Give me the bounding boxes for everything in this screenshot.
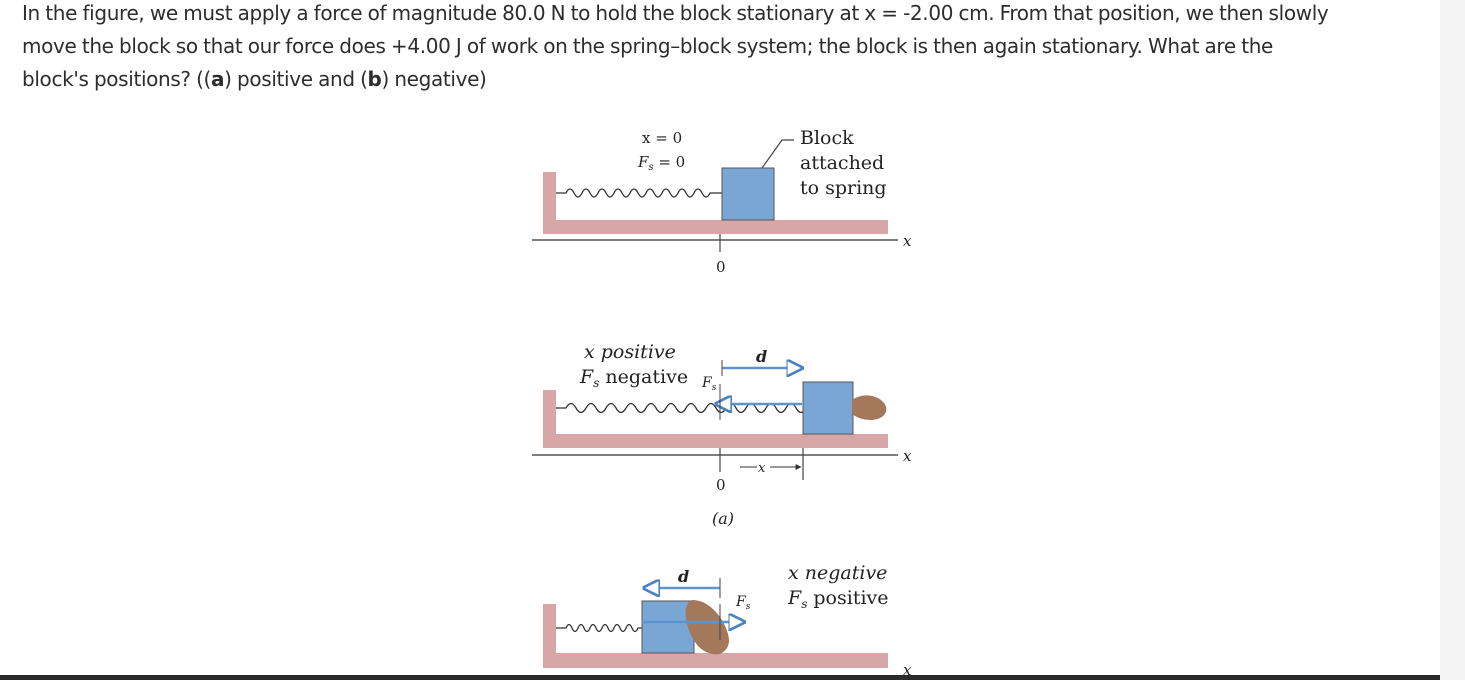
fs-positive-label: Fs positive bbox=[787, 587, 889, 611]
fs-negative-label: Fs negative bbox=[579, 366, 688, 390]
vector-fs-label: Fs bbox=[701, 375, 717, 393]
spring bbox=[556, 402, 808, 414]
label-leader bbox=[761, 139, 794, 169]
block bbox=[721, 167, 775, 221]
hand-icon bbox=[685, 600, 729, 655]
block bbox=[802, 381, 854, 435]
block-label-line-1: Block bbox=[800, 127, 854, 149]
fs-zero-label: Fs = 0 bbox=[637, 153, 685, 173]
vector-fs-label: Fs bbox=[735, 594, 751, 612]
spring bbox=[556, 188, 722, 198]
part-b-label: b bbox=[367, 67, 382, 91]
axis-label: x bbox=[903, 447, 912, 465]
displacement-x-label: x bbox=[758, 461, 766, 476]
block bbox=[641, 600, 695, 654]
problem-line-3-prefix: block's positions? (( bbox=[22, 67, 212, 91]
problem-line-3-suffix: ) negative) bbox=[381, 67, 487, 91]
wall bbox=[543, 390, 556, 448]
vector-d-label: d bbox=[756, 347, 767, 366]
page-margin bbox=[1440, 0, 1465, 680]
floor bbox=[543, 653, 888, 668]
bottom-panel: d Fs x negative Fs positive x bbox=[543, 562, 912, 679]
x-zero-label: x = 0 bbox=[642, 129, 682, 147]
problem-text: In the figure, we must apply a force of … bbox=[22, 0, 1442, 96]
wall bbox=[543, 604, 556, 668]
floor bbox=[543, 434, 888, 448]
spring bbox=[556, 623, 642, 633]
bottom-divider bbox=[0, 675, 1440, 680]
problem-line-1: In the figure, we must apply a force of … bbox=[22, 1, 1329, 25]
origin-label: 0 bbox=[716, 258, 726, 276]
x-positive-label: x positive bbox=[584, 341, 676, 363]
top-panel: x = 0 Fs = 0 Block attached to spring x … bbox=[532, 127, 912, 276]
axis-label: x bbox=[903, 232, 912, 250]
x-negative-label: x negative bbox=[788, 562, 887, 584]
part-a-figure-label: (a) bbox=[712, 509, 734, 528]
block-label-line-2: attached bbox=[800, 152, 884, 174]
origin-label: 0 bbox=[716, 476, 726, 494]
part-a-label: a bbox=[211, 67, 225, 91]
problem-line-3-middle: ) positive and ( bbox=[224, 67, 368, 91]
block-label-line-3: to spring bbox=[800, 177, 887, 199]
hand-icon bbox=[852, 395, 887, 420]
axis-label: x bbox=[903, 661, 912, 679]
problem-line-2: move the block so that our force does +4… bbox=[22, 34, 1273, 58]
vector-d-label: d bbox=[678, 567, 689, 586]
floor bbox=[543, 220, 888, 234]
wall bbox=[543, 172, 556, 234]
middle-panel: x positive Fs negative d Fs x x 0 (a) bbox=[532, 341, 912, 528]
